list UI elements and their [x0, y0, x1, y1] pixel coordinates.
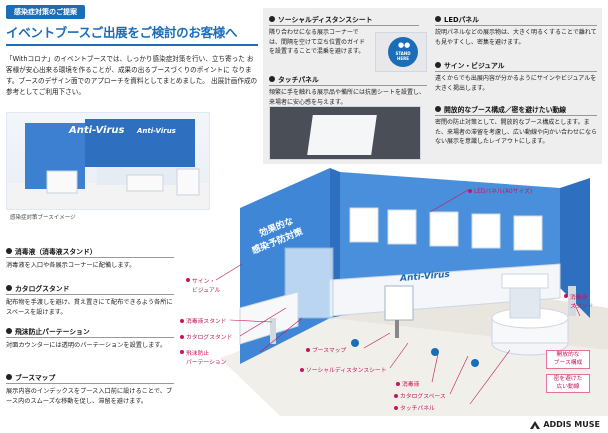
bullet-icon [435, 16, 441, 22]
label-text: ブースマップ [312, 348, 347, 354]
feature-title: 飛沫防止パーテーション [15, 328, 90, 336]
bullet-icon [6, 374, 12, 380]
label-text: 消毒液 スタンド [570, 295, 594, 310]
stand-here-line2: HERE [397, 56, 409, 61]
feature-title: 消毒液（消毒液スタンド） [15, 248, 97, 256]
feature-3: 飛沫防止パーテーション 対面カウンターには透明のパーテーションを設置します。 [6, 326, 174, 351]
dot-icon [180, 350, 184, 354]
feature-body: 隣り合わせになる展示コーナーでは、間隔を空けて立ち位置のガイドを設置することで混… [269, 29, 366, 55]
stand-here-sticker [388, 37, 418, 67]
feature-body: 説明パネルなどの展示物は、大きく明るくすることで離れても見やすくし、密集を避けま… [435, 29, 597, 46]
brand-name: ADDIS MUSE [543, 420, 600, 429]
feature-4: ブースマップ 展示内容のインデックスをブース入口前に設けることで、ブース内のスム… [6, 372, 174, 407]
stand-here-photo: ●● STAND HERE [375, 32, 427, 72]
stand-here-line1: STAND [395, 51, 411, 56]
feature-1: 消毒液（消毒液スタンド） 消毒液を入口や各展示コーナーに配備します。 [6, 246, 174, 271]
feature-body: 頻繁に手を触れる展示品や備所には抗菌シートを設置し、来場者に安心感を与えます。 [269, 89, 426, 106]
feature-title: サイン・ビジュアル [444, 62, 505, 70]
label-text: LEDパネル(A0サイズ) [474, 189, 533, 195]
dot-icon [564, 294, 568, 298]
photo-caption: 感染症対策ブースイメージ [10, 215, 76, 221]
touch-panel-photo [269, 106, 421, 160]
label-booth-map: ブースマップ [306, 345, 346, 354]
badge-wide-flow: 密を避けた 広い動線 [546, 374, 590, 393]
booth-drawing [215, 168, 608, 416]
feature-title: カタログスタンド [15, 285, 70, 293]
feature-6: タッチパネル 頻繁に手を触れる展示品や備所には抗菌シートを設置し、来場者に安心感… [269, 74, 427, 107]
feature-title: ブースマップ [15, 374, 56, 382]
feature-title: LEDパネル [444, 16, 480, 24]
feature-body: 遠くからでも出展内容が分かるようにサインやビジュアルを大きく掲出します。 [435, 75, 597, 92]
brand-logo: ADDIS MUSE [530, 420, 600, 429]
photo-sign-1: Anti-Virus [69, 125, 125, 136]
feature-body: 対面カウンターには透明のパーテーションを設置します。 [6, 342, 167, 349]
feature-8: サイン・ビジュアル 遠くからでも出展内容が分かるようにサインやビジュアルを大きく… [435, 60, 597, 93]
dot-icon [300, 367, 304, 372]
feature-body: 密閉の防止対策として、開放的なブース構成とします。また、来場者の滞留を考慮し、広… [435, 119, 598, 145]
label-text: 飛沫防止 パーテーション [186, 351, 227, 366]
feature-title: ソーシャルディスタンスシート [278, 16, 373, 24]
page-title: イベントブースご出展をご検討のお客様へ [6, 25, 238, 40]
title-divider [6, 44, 258, 46]
bullet-icon [435, 106, 441, 112]
dot-icon [394, 393, 398, 398]
label-right-stand: 消毒液 スタンド [564, 292, 593, 310]
label-text: サイン・ ビジュアル [192, 279, 221, 294]
dot-icon [306, 347, 310, 352]
feature-title: 開放的なブース構成／密を避けたい動線 [444, 106, 567, 114]
bullet-icon [6, 248, 12, 254]
bullet-icon [6, 285, 12, 291]
booth-illustration: 効果的な 感染予防対策 Anti-Virus LEDパネル(A0サイズ) サイン… [180, 168, 608, 416]
label-text: 消毒液スタンド [186, 319, 227, 325]
feature-body: 展示内容のインデックスをブース入口前に設けることで、ブース内のスムーズな移動を促… [6, 388, 173, 405]
photo-sign-2: Anti-Virus [137, 127, 176, 135]
dot-icon [396, 381, 400, 386]
label-touch-panel: タッチパネル [394, 403, 435, 412]
label-catalog-stand: カタログスタンド [180, 332, 232, 341]
addis-logo-icon [530, 420, 541, 429]
bullet-icon [269, 76, 275, 82]
intro-text: 「Withコロナ」のイベントブースでは、しっかり感染症対策を行い、立ち寄った お… [6, 55, 258, 96]
feature-body: 消毒液を入口や各展示コーナーに配備します。 [6, 262, 136, 269]
bullet-icon [269, 16, 275, 22]
label-text: カタログスペース [400, 394, 446, 400]
booth-photo-illustration [7, 119, 209, 209]
label-catalog-space: カタログスペース [394, 391, 446, 400]
label-text: 消毒液 [402, 382, 420, 388]
bullet-icon [6, 328, 12, 334]
booth-photo: Anti-Virus Anti-Virus [6, 112, 210, 210]
label-sanitizer: 消毒液 [396, 379, 419, 388]
label-led-panel: LEDパネル(A0サイズ) [468, 186, 532, 195]
dot-icon [180, 318, 184, 323]
dot-icon [394, 405, 398, 410]
feature-5: ソーシャルディスタンスシート 隣り合わせになる展示コーナーでは、間隔を空けて立ち… [269, 14, 419, 57]
bullet-icon [435, 62, 441, 68]
feature-7: LEDパネル 説明パネルなどの展示物は、大きく明るくすることで離れても見やすくし… [435, 14, 597, 47]
badge-open-booth: 開放的な ブース構成 [546, 350, 590, 369]
feature-panel: ソーシャルディスタンスシート 隣り合わせになる展示コーナーでは、間隔を空けて立ち… [263, 8, 602, 164]
dot-icon [180, 334, 184, 339]
section-tag: 感染症対策のご提案 [6, 5, 85, 19]
dot-icon [186, 278, 190, 282]
feature-body: 配布物を手渡しを避け、貫え置きにて配布できるよう各所にスペースを設けます。 [6, 299, 173, 316]
feature-title: タッチパネル [278, 76, 319, 84]
label-sd-sheet: ソーシャルディスタンスシート [300, 365, 387, 374]
feature-2: カタログスタンド 配布物を手渡しを避け、貫え置きにて配布できるよう各所にスペース… [6, 283, 174, 318]
label-text: タッチパネル [400, 406, 435, 412]
label-text: カタログスタンド [186, 335, 233, 341]
label-partition: 飛沫防止 パーテーション [180, 348, 226, 366]
label-sanitizer-stand: 消毒液スタンド [180, 316, 227, 325]
touch-panel-screen [307, 115, 377, 155]
label-sign-visual: サイン・ ビジュアル [186, 276, 220, 294]
label-text: ソーシャルディスタンスシート [306, 368, 387, 374]
dot-icon [468, 188, 472, 193]
feature-9: 開放的なブース構成／密を避けたい動線 密閉の防止対策として、開放的なブース構成と… [435, 104, 597, 147]
footprint-icon: ●● [398, 41, 411, 49]
